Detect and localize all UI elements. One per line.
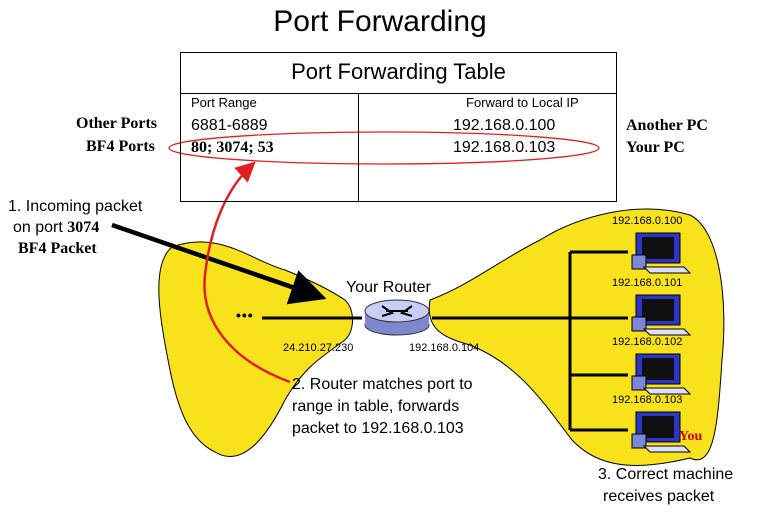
computer-ip: 192.168.0.102	[612, 336, 683, 348]
column-header-forward-ip: Forward to Local IP	[466, 95, 579, 110]
computer-3: 192.168.0.102	[612, 336, 692, 396]
step2-line1: 2. Router matches port to	[292, 376, 473, 393]
step1-line1: 1. Incoming packet	[8, 198, 143, 215]
network-ellipsis: •••	[236, 307, 254, 323]
computer-1: 192.168.0.100	[612, 215, 692, 275]
row-bf4-port-range: 80; 3074; 53	[191, 139, 274, 156]
row-bf4-ip: 192.168.0.103	[453, 139, 556, 156]
row-note-your-pc: Your PC	[626, 139, 685, 156]
row-other-ip: 192.168.0.100	[453, 117, 556, 134]
step2-line2: range in table, forwards	[292, 398, 460, 415]
row-label-bf4: BF4 Ports	[86, 138, 155, 155]
header-rule	[181, 93, 616, 94]
step1-line2: on port 3074	[13, 219, 99, 237]
step1-line3: BF4 Packet	[18, 240, 97, 257]
computer-ip: 192.168.0.101	[612, 277, 683, 289]
column-header-port-range: Port Range	[191, 95, 257, 110]
computer-ip: 192.168.0.100	[612, 215, 683, 227]
row-note-another-pc: Another PC	[626, 117, 708, 134]
step3-line1: 3. Correct machine	[598, 466, 734, 483]
column-divider	[358, 93, 359, 201]
incoming-packet-arrow	[111, 222, 327, 305]
step1-port: 3074	[67, 219, 100, 236]
computer-icon	[631, 232, 692, 274]
router-wan-ip: 24.210.27.230	[283, 342, 354, 354]
lookup-arrow	[203, 161, 291, 384]
computer-4: 192.168.0.103	[612, 394, 692, 454]
row-label-other: Other Ports	[76, 115, 158, 132]
port-forwarding-table: Port Forwarding Table Port Range Forward…	[180, 52, 617, 202]
computer-2: 192.168.0.101	[612, 277, 692, 337]
table-title: Port Forwarding Table	[291, 59, 506, 84]
step3-line2: receives packet	[603, 488, 715, 505]
row-other-port-range: 6881-6889	[191, 117, 268, 134]
router-icon	[364, 299, 430, 336]
highlight-ellipse	[168, 131, 600, 165]
computer-ip: 192.168.0.103	[612, 394, 683, 406]
computer-icon	[631, 294, 692, 336]
computer-icon	[631, 353, 692, 395]
computer-icon	[631, 411, 692, 453]
page-title: Port Forwarding	[273, 5, 487, 38]
router-lan-ip: 192.168.0.104	[409, 342, 480, 354]
step2-line3: packet to 192.168.0.103	[292, 420, 464, 437]
router-label: Your Router	[346, 279, 431, 296]
you-label: You	[679, 429, 703, 444]
step1-on-port: on port	[13, 219, 68, 236]
